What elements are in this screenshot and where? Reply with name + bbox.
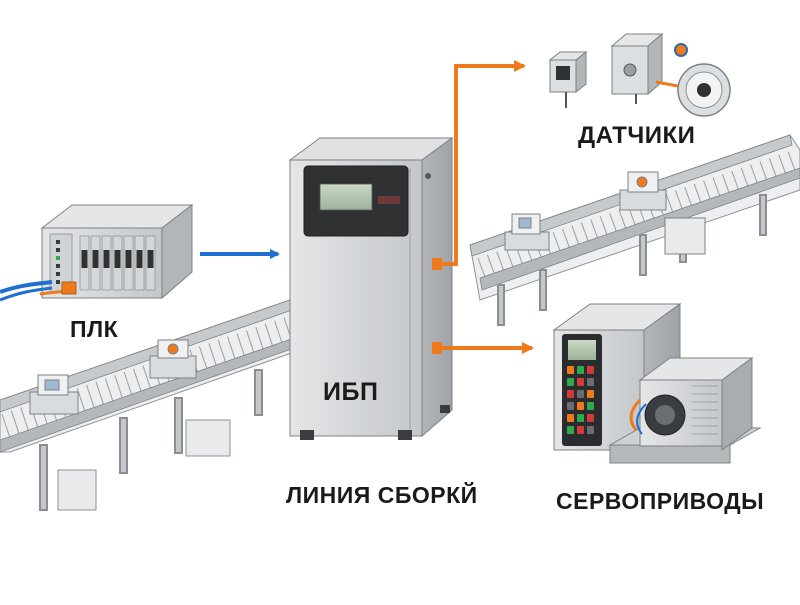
ups-to-sensors-arrow bbox=[440, 60, 526, 266]
ups-label: ИБП bbox=[323, 378, 379, 406]
ups-cabinet bbox=[288, 137, 454, 440]
proximity-sensor bbox=[548, 50, 588, 108]
workstation-1 bbox=[29, 374, 79, 415]
servo-controller bbox=[552, 303, 682, 451]
workstation-3 bbox=[504, 213, 550, 251]
workstation-2 bbox=[149, 339, 197, 379]
plc-module bbox=[0, 203, 194, 302]
plc-label: ПЛК bbox=[70, 316, 119, 342]
servo-motor-unit bbox=[608, 357, 762, 464]
encoder-sensor bbox=[655, 63, 731, 117]
servo-drives-label: СЕРВОПРИВОДЫ bbox=[556, 488, 765, 514]
assembly-line-label: ЛИНИЯ СБОРКЙ bbox=[286, 482, 478, 508]
workstation-4 bbox=[619, 171, 706, 255]
limit-sensor bbox=[610, 32, 688, 104]
sensors-label: ДАТЧИКИ bbox=[578, 122, 696, 149]
